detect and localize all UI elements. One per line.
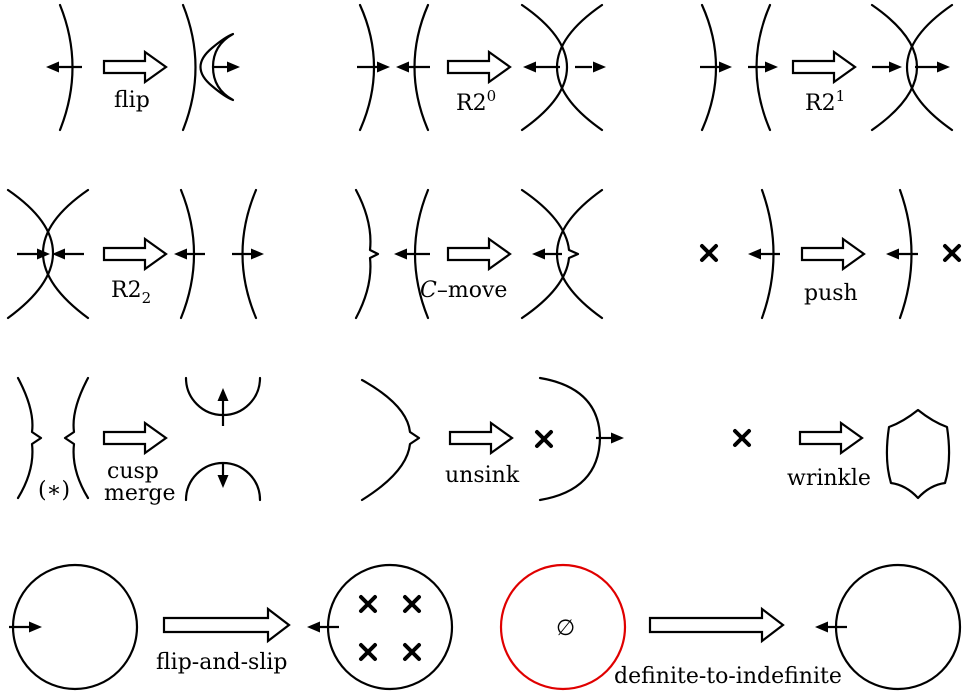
c-move-label: C–move: [420, 278, 507, 303]
cross-mark: [359, 595, 377, 613]
cusp-merge-note: (∗): [38, 478, 70, 503]
cross-mark: [733, 429, 751, 447]
push-arrow: [800, 236, 866, 272]
r2-0-arrow: [446, 49, 512, 85]
arrowhead: [889, 61, 902, 73]
move-unsink: unsink: [360, 376, 624, 502]
definite-to-indefinite-arrow: [648, 606, 785, 644]
arrowhead: [377, 61, 390, 73]
flip-label: flip: [114, 88, 150, 113]
arrowhead: [396, 61, 409, 73]
arrowhead: [719, 61, 732, 73]
arrowhead: [748, 248, 761, 260]
cusp-merge-arrow: [102, 420, 168, 456]
unsink-label: unsink: [445, 463, 520, 488]
arrowhead: [532, 248, 545, 260]
arrowhead: [593, 61, 606, 73]
move-flip: flip: [46, 3, 240, 132]
move-push: push: [700, 188, 961, 320]
arrowhead: [307, 621, 320, 633]
move-cusp-merge: (∗) cusp merge: [16, 376, 262, 506]
arrowhead: [227, 61, 240, 73]
r2-2-label: R22: [111, 278, 151, 307]
arrowhead: [46, 61, 59, 73]
cross-mark: [403, 595, 421, 613]
move-r2-1: R21: [700, 3, 954, 132]
flip-arrow: [102, 49, 168, 85]
arrowhead: [937, 61, 950, 73]
move-wrinkle: wrinkle: [733, 408, 951, 500]
wrinkle-label: wrinkle: [787, 466, 871, 491]
definite-to-indefinite-label: definite-to-indefinite: [614, 664, 842, 689]
arrowhead: [29, 621, 42, 633]
move-flip-and-slip: flip-and-slip: [9, 563, 454, 691]
c-move-arrow: [446, 236, 512, 272]
arrowhead: [174, 248, 187, 260]
cross-mark: [943, 244, 961, 262]
push-label: push: [804, 281, 858, 306]
move-definite-to-indefinite: ∅ definite-to-indefinite: [499, 563, 962, 691]
flip-and-slip-label: flip-and-slip: [156, 650, 287, 675]
arrowhead: [886, 248, 899, 260]
cross-mark: [535, 430, 553, 448]
r2-0-label: R20: [456, 87, 496, 116]
unsink-arrow: [448, 420, 514, 456]
r2-2-arrow: [102, 236, 168, 272]
r2-1-label: R21: [805, 87, 845, 116]
flip-and-slip-arrow: [162, 606, 291, 644]
move-c-move: C–move: [354, 188, 604, 320]
cross-mark: [359, 643, 377, 661]
arrowhead: [394, 248, 407, 260]
wrinkle-loop: [885, 408, 951, 500]
empty-set-symbol: ∅: [556, 616, 575, 641]
empty-circle: [499, 563, 627, 691]
cross-mark: [700, 244, 718, 262]
arrowhead: [611, 432, 624, 444]
arrowhead: [815, 621, 828, 633]
r2-1-arrow: [791, 49, 857, 85]
arrowhead: [251, 248, 264, 260]
move-r2-2: R22: [6, 188, 264, 320]
wrinkle-arrow: [798, 420, 864, 456]
cusp-merge-label-line1: cusp: [107, 459, 159, 484]
arrowhead: [523, 61, 536, 73]
arrowhead: [765, 61, 778, 73]
cross-mark: [403, 643, 421, 661]
arrowhead: [217, 388, 229, 401]
arrowhead: [217, 475, 229, 488]
cusp-merge-label-line2: merge: [104, 481, 176, 506]
move-r2-0: R20: [357, 3, 606, 132]
